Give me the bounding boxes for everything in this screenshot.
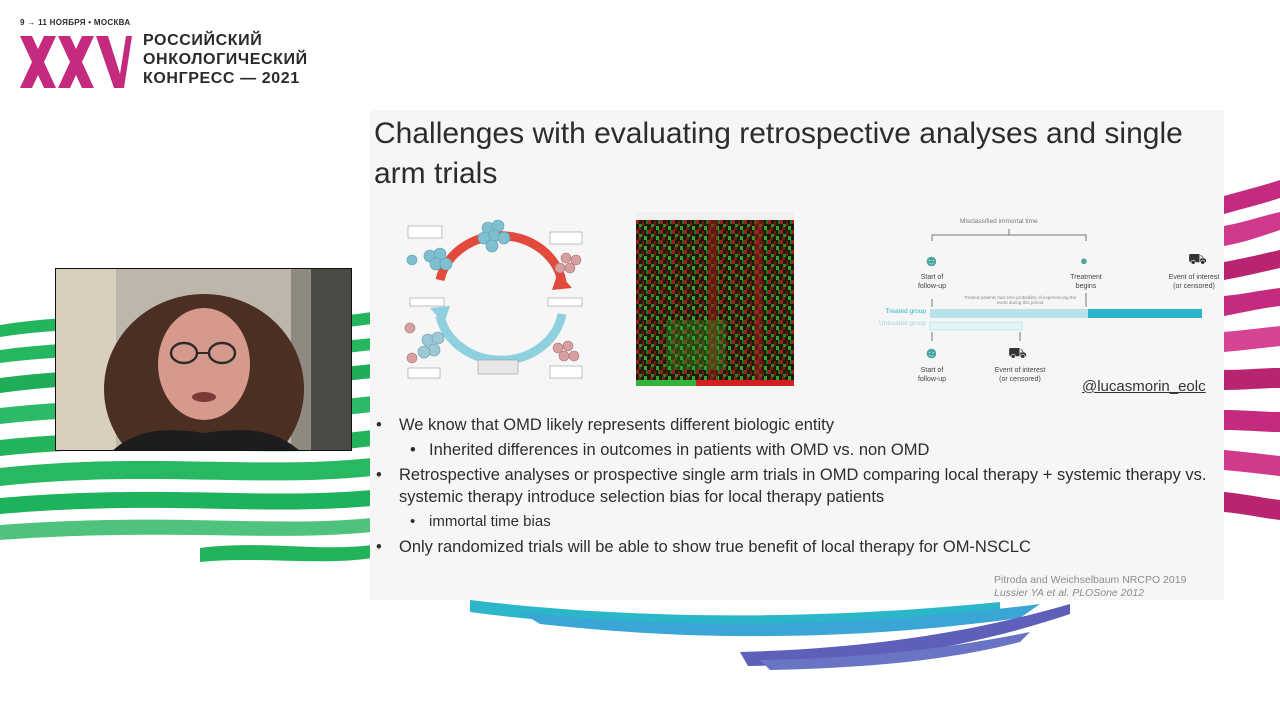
- congress-name-line-3: КОНГРЕСС — 2021: [143, 70, 300, 87]
- start-label-bottom-line-2: follow-up: [917, 376, 946, 383]
- untreated-group-label: Untreated group: [879, 320, 926, 327]
- person-icon-start-bottom: ☻: [923, 345, 940, 362]
- bullet-list: We know that OMD likely represents diffe…: [374, 414, 1224, 561]
- start-label-bottom: Start of follow-up: [912, 366, 952, 384]
- event-label-bottom: Event of interest (or censored): [988, 366, 1052, 384]
- congress-name: РОССИЙСКИЙ ОНКОЛОГИЧЕСКИЙ КОНГРЕСС — 202…: [143, 31, 308, 88]
- ambulance-icon-event-bottom: ⛟: [1008, 345, 1027, 362]
- speaker-video-feed[interactable]: [55, 268, 352, 451]
- slide-references: Pitroda and Weichselbaum NRCPO 2019 Luss…: [994, 574, 1186, 600]
- bullet-item: Only randomized trials will be able to s…: [374, 536, 1224, 558]
- timeline-shapes: [929, 229, 1202, 341]
- magenta-stripes-right: [1224, 180, 1280, 520]
- bullet-subitem: Inherited differences in outcomes in pat…: [374, 439, 1224, 461]
- cell-cycle-figure: [404, 219, 583, 379]
- timeline-top-label: Misclassified immortal time: [960, 218, 1038, 225]
- treatment-label: Treatment begins: [1062, 273, 1110, 291]
- event-label-top: Event of interest (or censored): [1164, 273, 1224, 291]
- slide-title: Challenges with evaluating retrospective…: [374, 117, 1183, 190]
- start-label-bottom-line-1: Start of: [920, 367, 944, 374]
- reference-2: Lussier YA et al. PLOSone 2012: [994, 587, 1145, 599]
- presentation-slide: Challenges with evaluating retrospective…: [370, 110, 1224, 600]
- congress-logo: 9 → 11 НОЯБРЯ • МОСКВА РОССИЙСКИЙ ОНКОЛО…: [20, 14, 350, 94]
- event-dates: 9 → 11 НОЯБРЯ • МОСКВА: [20, 18, 131, 27]
- xxv-logo-mark: [20, 36, 132, 88]
- bullet-item: Retrospective analyses or prospective si…: [374, 464, 1224, 508]
- event-label-bottom-line-2: (or censored): [999, 376, 1041, 383]
- person-icon-start: ☻: [923, 253, 940, 270]
- start-label-top: Start of follow-up: [912, 273, 952, 291]
- bullet-subitem: immortal time bias: [374, 511, 1224, 533]
- treated-group-label: Treated group: [885, 308, 926, 315]
- treatment-label-line-2: begins: [1075, 283, 1097, 290]
- speaker-image: [56, 269, 351, 450]
- pill-icon-treatment: ●: [1080, 253, 1088, 268]
- reference-1: Pitroda and Weichselbaum NRCPO 2019: [994, 574, 1187, 586]
- bullet-item: We know that OMD likely represents diffe…: [374, 414, 1224, 436]
- event-label-bottom-line-1: Event of interest: [994, 367, 1046, 374]
- congress-name-line-2: ОНКОЛОГИЧЕСКИЙ: [143, 51, 308, 68]
- twitter-handle: @lucasmorin_eolc: [1082, 378, 1206, 395]
- treatment-label-line-1: Treatment: [1070, 274, 1102, 281]
- event-label-top-line-1: Event of interest: [1168, 274, 1220, 281]
- event-label-top-line-2: (or censored): [1173, 283, 1215, 290]
- start-label-top-line-1: Start of: [920, 274, 944, 281]
- start-label-top-line-2: follow-up: [917, 283, 946, 290]
- ambulance-icon-event: ⛟: [1188, 251, 1207, 268]
- gene-expression-heatmap: [636, 212, 794, 386]
- wave-stripes-bottom: [470, 600, 1070, 670]
- immortal-time-diagram: ☻ ● ⛟ ☻ ⛟ Misclassified immortal time St…: [810, 215, 1222, 395]
- timeline-note: Treated patients had zero probability of…: [963, 295, 1077, 305]
- congress-name-line-1: РОССИЙСКИЙ: [143, 32, 263, 49]
